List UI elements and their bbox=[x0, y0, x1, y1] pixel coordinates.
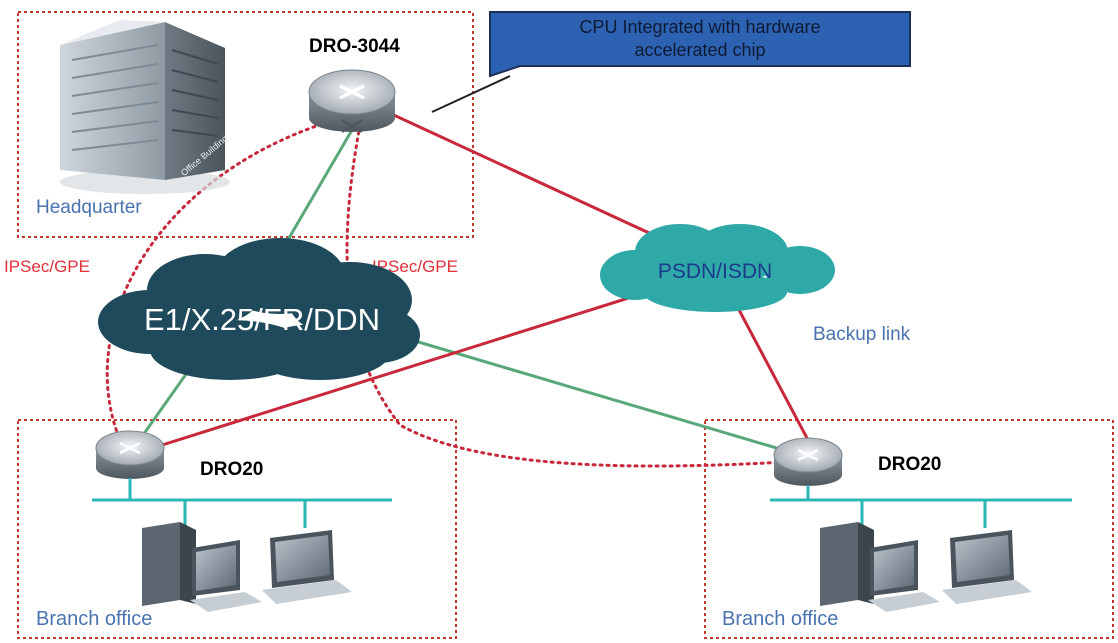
link-psdn-branch-left bbox=[139, 293, 639, 454]
hq-router-label: DRO-3044 bbox=[309, 36, 400, 57]
branch-right-label: Branch office bbox=[722, 608, 838, 630]
branch-left-router-icon bbox=[95, 430, 165, 479]
desktop-computer-icon bbox=[142, 522, 262, 612]
branch-right-router-icon bbox=[773, 437, 843, 486]
branch-left-label: Branch office bbox=[36, 608, 152, 630]
headquarter-zone bbox=[17, 11, 474, 238]
psdn-cloud bbox=[600, 224, 835, 312]
backup-link-label: Backup link bbox=[813, 324, 911, 345]
wan-cloud-label: E1/X.25/FR/DDN bbox=[144, 302, 380, 337]
callout-box bbox=[489, 11, 911, 78]
callout-line1: CPU Integrated with hardware bbox=[579, 17, 820, 37]
laptop-icon bbox=[942, 530, 1032, 604]
psdn-cloud-label: PSDN/ISDN bbox=[658, 260, 772, 283]
ipsec-label-left: IPSec/GPE bbox=[4, 257, 90, 276]
link-wan-branch-right bbox=[404, 336, 791, 454]
laptop-icon bbox=[262, 530, 352, 604]
branch-left-router-label: DRO20 bbox=[200, 459, 263, 480]
ipsec-tunnel-left bbox=[105, 120, 330, 442]
callout-pointer bbox=[431, 75, 511, 113]
branch-right-zone bbox=[704, 419, 1114, 639]
ipsec-label-right: IPSec/GPE bbox=[372, 257, 458, 276]
link-psdn-branch-right bbox=[736, 307, 810, 441]
headquarter-label: Headquarter bbox=[36, 197, 142, 218]
office-building-icon: Office Building bbox=[60, 20, 230, 194]
callout-line2: accelerated chip bbox=[634, 40, 765, 60]
hq-router-icon bbox=[308, 69, 396, 133]
branch-right-router-label: DRO20 bbox=[878, 454, 941, 475]
desktop-computer-icon bbox=[820, 522, 940, 612]
wan-cloud bbox=[98, 238, 420, 380]
link-hq-psdn bbox=[371, 103, 661, 240]
